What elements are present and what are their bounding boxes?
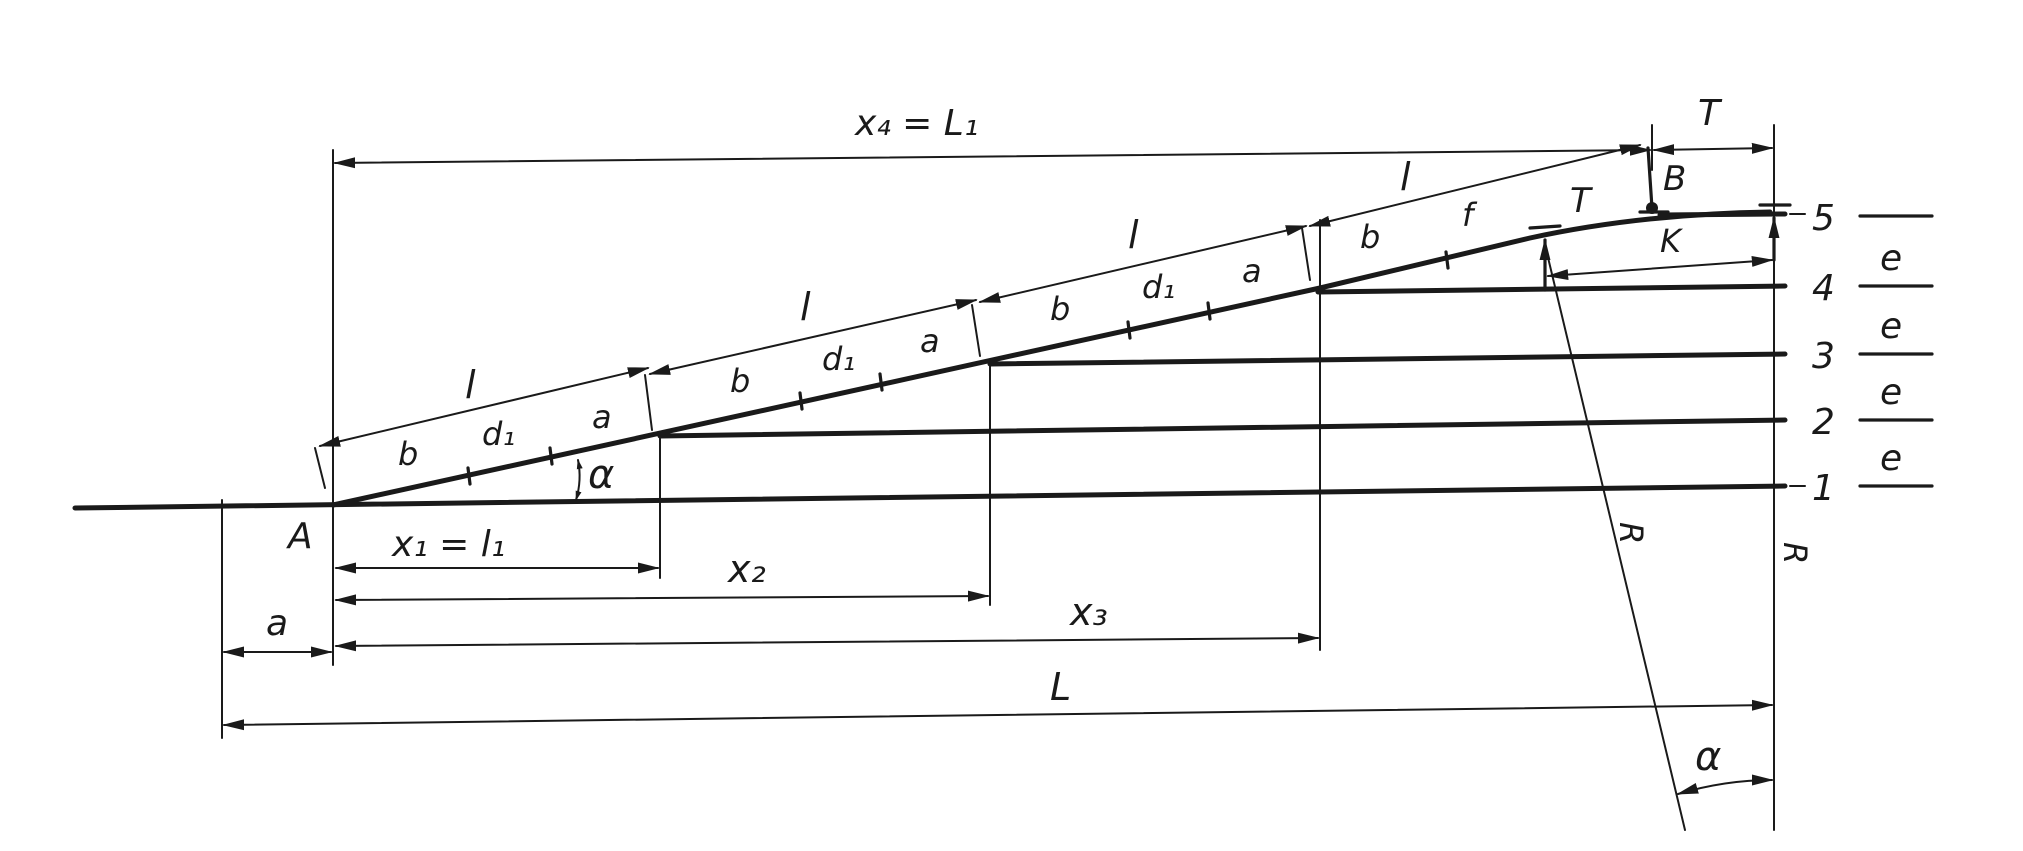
label-l-4: l <box>1400 155 1411 199</box>
track-number-5: 5 <box>1812 198 1835 239</box>
label-a-2: a <box>920 322 940 360</box>
label-d1-2: d₁ <box>822 340 855 378</box>
label-l-3: l <box>1128 213 1139 257</box>
switch-ticks <box>466 250 1450 486</box>
tangent-markers <box>1528 203 1792 230</box>
label-x2: x₂ <box>727 547 766 591</box>
label-l-2: l <box>800 285 811 329</box>
spacing-label-e-4: e <box>1880 238 1902 279</box>
track-number-3: 3 <box>1812 336 1835 377</box>
label-l-1: l <box>465 363 476 407</box>
label-alpha-left: α <box>588 452 614 498</box>
track-3-line <box>987 351 1788 367</box>
label-T-top: T <box>1698 93 1723 134</box>
dim-x3 <box>334 632 1320 652</box>
label-a-3: a <box>1242 252 1262 290</box>
label-a-1: a <box>592 398 612 436</box>
dim-L <box>222 699 1774 731</box>
label-b-1: b <box>398 435 418 473</box>
dim-B <box>1646 146 1654 210</box>
extension-lines <box>221 124 1775 831</box>
label-a-dim: a <box>266 603 288 644</box>
spacing-label-e-1: e <box>1880 438 1902 479</box>
label-b-4: b <box>1360 218 1380 256</box>
label-x3: x₃ <box>1069 590 1108 634</box>
radius-line-inclined <box>1544 244 1686 831</box>
spacing-lines <box>1858 214 1934 488</box>
label-L: L <box>1050 665 1071 709</box>
label-x4-L1: x₄ = L₁ <box>854 103 978 144</box>
dim-T-top <box>1652 142 1774 156</box>
label-R-inclined: R <box>1612 522 1650 544</box>
alpha-arc-left <box>575 459 583 501</box>
spacing-label-e-3: e <box>1880 306 1902 347</box>
track-number-4: 4 <box>1812 268 1835 309</box>
dim-l-1 <box>318 367 650 447</box>
dim-K <box>1546 255 1774 281</box>
label-T-mid: T <box>1570 181 1593 221</box>
spacing-label-e-2: e <box>1880 372 1902 413</box>
dim-x4-L1 <box>333 144 1652 169</box>
track-4-line <box>1315 283 1788 295</box>
dim-l-2 <box>648 299 978 375</box>
label-d1-3: d₁ <box>1142 268 1175 306</box>
label-B: B <box>1663 159 1686 199</box>
track-1-main-line <box>72 483 1788 511</box>
track-number-1: 1 <box>1812 468 1835 509</box>
dim-l-3 <box>978 225 1308 303</box>
dim-l-4 <box>1308 144 1642 227</box>
label-b-2: b <box>730 362 750 400</box>
dim-x2 <box>334 590 990 606</box>
label-R-vertical: R <box>1776 542 1814 564</box>
track-number-2: 2 <box>1812 402 1835 443</box>
alpha-arc-right <box>1676 774 1774 795</box>
label-alpha-right: α <box>1695 734 1721 780</box>
track-2-line <box>657 417 1788 439</box>
label-x1-l1: x₁ = l₁ <box>391 524 505 565</box>
label-A: A <box>286 516 313 557</box>
label-b-3: b <box>1050 290 1070 328</box>
label-f-4: f <box>1462 196 1478 234</box>
label-K: K <box>1660 222 1684 260</box>
label-d1-1: d₁ <box>482 415 515 453</box>
